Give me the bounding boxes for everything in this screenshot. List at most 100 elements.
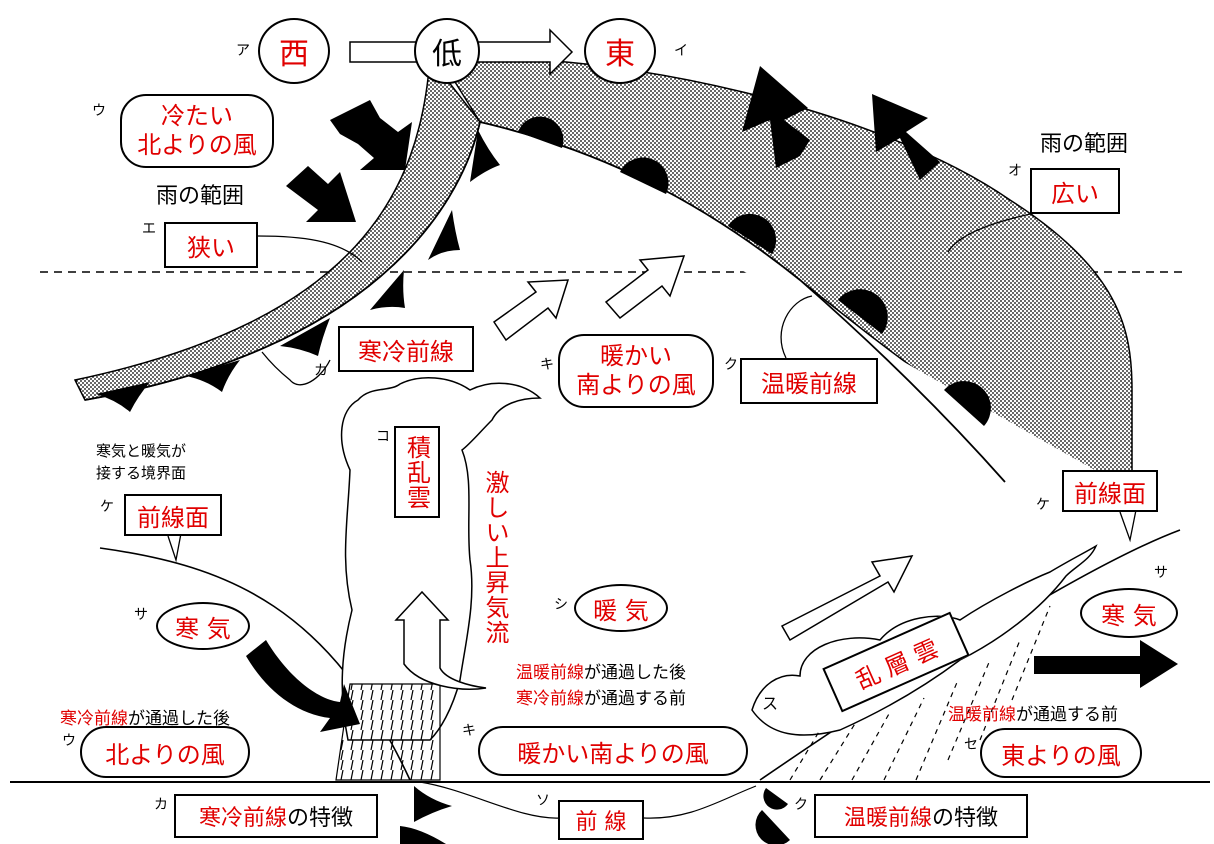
marker-ku-upper: ク [724,357,738,373]
cold-north-wind-line1: 冷たい [161,102,233,131]
rain-streaks [789,605,1051,781]
warm-front-advance-arrows [742,66,940,180]
bottom-callout-lines [419,781,757,819]
white-arrow [492,279,570,342]
after-cold-red: 寒冷前線 [60,709,128,729]
north-wind-label: 北よりの風 [80,726,250,778]
warm-front-feature-black: の特徴 [932,806,999,831]
warm-front-semicircle [518,116,564,148]
cold-front-feature-black: の特徴 [287,806,354,831]
between-line2-red: 寒冷前線 [516,689,584,709]
between-line1-black: が通過した後 [584,663,686,683]
cold-front-triangle [428,210,460,260]
after-cold-front-note: 寒冷前線が通過した後 [60,704,230,729]
cold-front-triangle [280,318,330,356]
cumulonimbus-cloud [340,377,542,741]
cold-front-label: 寒冷前線 [338,326,474,372]
marker-i: イ [674,43,688,59]
before-warm-front-note: 温暖前線が通過する前 [948,700,1118,725]
boundary-note-line2: 接する境界面 [96,464,187,482]
between-fronts-note: 温暖前線が通過した後 寒冷前線が通過する前 [516,660,686,712]
front-label: 前 線 [558,800,644,840]
marker-su: ス [762,694,779,713]
warm-front-line [479,121,1006,483]
marker-ko: コ [376,429,390,445]
marker-ke-right: ケ [1036,497,1050,513]
marker-so: ソ [536,793,550,809]
warm-south-wind-label: 暖かい 南よりの風 [558,334,714,408]
cold-front-triangle [400,826,446,844]
warm-front-semicircle [838,289,888,334]
white-arrow [604,255,686,320]
marker-sa-left: サ [134,607,148,623]
warm-front-label: 温暖前線 [740,358,878,404]
warm-front-semicircle [620,157,669,194]
black-arrow [286,166,356,222]
front-surface-right-label: 前線面 [1062,470,1158,512]
updraft-arrow [394,590,487,690]
marker-ka-upper: カ [314,363,328,379]
warm-front-semicircle [763,788,788,810]
warm-air-label: 暖 気 [574,584,668,632]
marker-ke-left: ケ [100,499,114,515]
strong-updraft-label: 激しい上昇気流 [481,470,509,645]
marker-ki-upper: キ [540,357,554,373]
marker-u-lower: ウ [62,733,76,749]
cold-north-wind-label: 冷たい 北よりの風 [120,94,274,168]
cold-front-triangle [96,382,150,412]
cold-wind-arrows [286,100,412,222]
cold-front-feature-label: 寒冷前線の特徴 [174,794,378,838]
marker-u: ウ [92,103,106,119]
cold-air-left-label: 寒 気 [156,602,250,650]
warm-front-feature-label: 温暖前線の特徴 [814,794,1028,838]
cold-front-feature-red: 寒冷前線 [198,806,287,831]
boundary-note: 寒気と暖気が 接する境界面 [96,440,186,484]
warm-front-semicircle [944,381,991,426]
marker-se: セ [964,737,978,753]
before-warm-red: 温暖前線 [948,705,1016,725]
low-pressure-label: 低 [414,18,480,84]
rain-area-right-label: 雨の範囲 [1040,132,1129,157]
warm-front-semicircle [728,213,777,254]
warm-south-wind-line1: 暖かい [600,342,672,371]
wide-label: 広い [1030,168,1120,214]
marker-ka-bottom: カ [154,797,168,813]
cold-air-right-label: 寒 気 [1080,588,1178,638]
warm-front-feature-red: 温暖前線 [843,806,932,831]
callout-lines [167,211,1137,563]
marker-e: エ [142,221,156,237]
between-line2-black: が通過する前 [584,689,686,709]
black-arrow [742,66,810,168]
east-wind-label: 東よりの風 [980,728,1142,778]
marker-ku-bottom: ク [794,797,808,813]
cloud-base [335,683,441,781]
cold-front-symbols-upper [96,130,500,412]
black-arrow [330,100,412,170]
narrow-label: 狭い [164,222,258,268]
cold-north-wind-line2: 北よりの風 [137,131,257,159]
cold-front-triangle [186,360,240,392]
cold-air-east-arrow [1034,640,1178,688]
east-label: 東 [584,18,656,84]
after-cold-black: が通過した後 [128,709,230,729]
boundary-note-line1: 寒気と暖気が [96,442,187,460]
warm-front-semicircle [755,810,790,844]
marker-o: オ [1008,163,1022,179]
marker-shi: シ [554,597,568,613]
marker-ki-lower: キ [462,723,476,739]
marker-a: ア [236,43,250,59]
west-label: 西 [258,18,330,84]
cold-front-triangle [414,786,452,822]
warm-south-wind-line2: 南よりの風 [576,371,696,399]
black-arrow [872,94,940,180]
front-symbols-lower [400,786,790,844]
marker-sa-right: サ [1154,565,1168,581]
white-arrow [780,555,914,642]
cold-air-arrow [246,640,360,732]
warm-wind-arrows [492,255,914,642]
cumulonimbus-label: 積乱雲 [394,426,440,518]
cold-front-triangle [370,270,405,310]
rain-area-left-label: 雨の範囲 [156,184,245,209]
cold-front-triangle [470,130,500,182]
